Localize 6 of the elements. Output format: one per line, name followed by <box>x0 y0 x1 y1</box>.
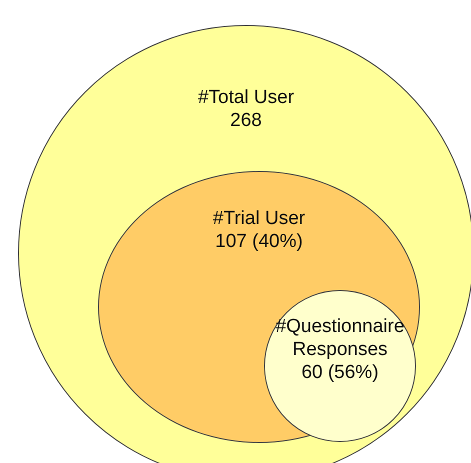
heading-label: #Trial User <box>212 207 306 230</box>
heading-label: #Total User <box>198 86 294 109</box>
count-label: 268 <box>230 109 262 132</box>
count-label: 60 (56%) <box>301 361 379 384</box>
heading-label: #Questionnaire Responses <box>274 315 406 361</box>
count-label: 107 (40%) <box>215 230 303 253</box>
